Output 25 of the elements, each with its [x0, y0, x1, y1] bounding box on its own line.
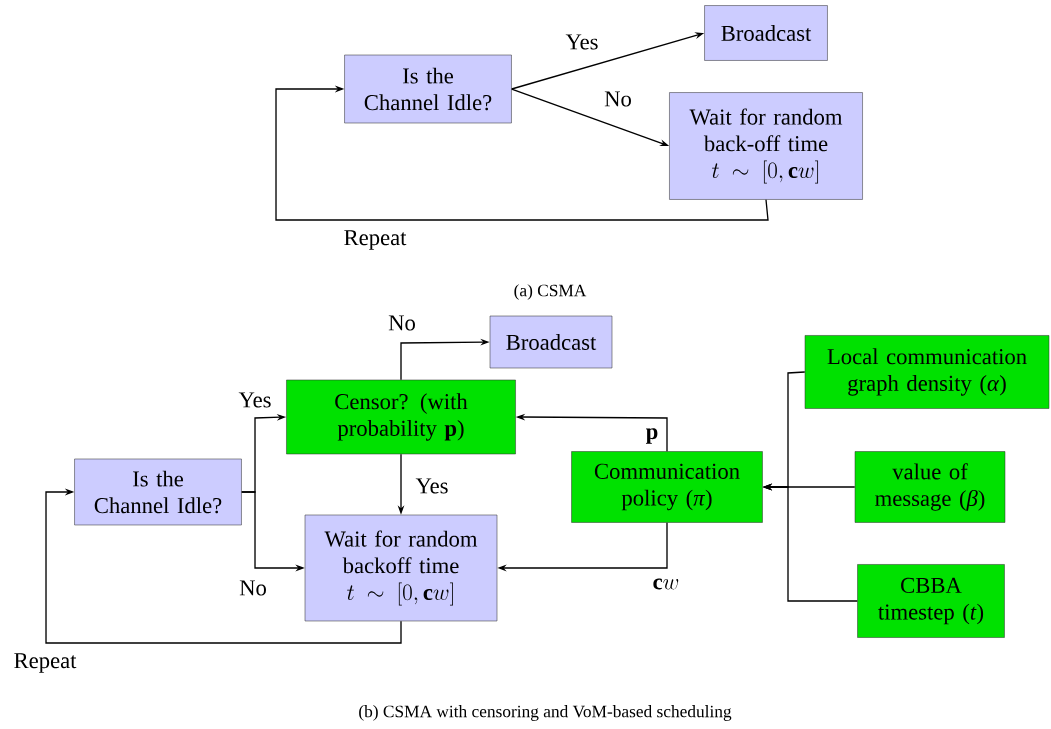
process-box: Local communication graph density (α)	[804, 335, 1050, 409]
process-box: value of message (β)	[854, 451, 1006, 523]
arrow	[275, 85, 769, 221]
process-box: Censor? (with probability p)	[286, 379, 516, 455]
edge-label: $\mathbf{p}$	[644, 426, 660, 446]
edge-label: No	[237, 579, 269, 597]
process-box: Communication policy (π)	[571, 451, 763, 523]
edge-label: $\mathbf{c}w$	[651, 577, 681, 591]
edge-label: No	[602, 90, 634, 108]
edge-label: Repeat	[342, 228, 408, 252]
process-box: Is the Channel Idle?	[344, 54, 512, 124]
edge-label: Yes	[237, 391, 273, 409]
caption: (b) CSMA with censoring and VoM-based scheduling	[359, 705, 732, 721]
process-box: Wait for random backoff time $t \sim [0, \mathbf{c}w]$	[304, 514, 498, 622]
edge-label: Yes	[564, 33, 600, 51]
edge-label: No	[386, 314, 418, 332]
edge-label: Yes	[414, 477, 450, 495]
process-box: CBBA timestep (t)	[857, 564, 1005, 638]
process-box: Broadcast	[704, 5, 828, 61]
process-box: Is the Channel Idle?	[74, 458, 242, 526]
caption: (a) CSMA	[514, 284, 587, 300]
arrow	[45, 488, 402, 644]
process-box: Broadcast	[489, 315, 613, 369]
process-box: Wait for random back-off time $t \sim [0, \mathbf{c}w]$	[669, 92, 863, 200]
edge-label: Repeat	[12, 651, 78, 675]
